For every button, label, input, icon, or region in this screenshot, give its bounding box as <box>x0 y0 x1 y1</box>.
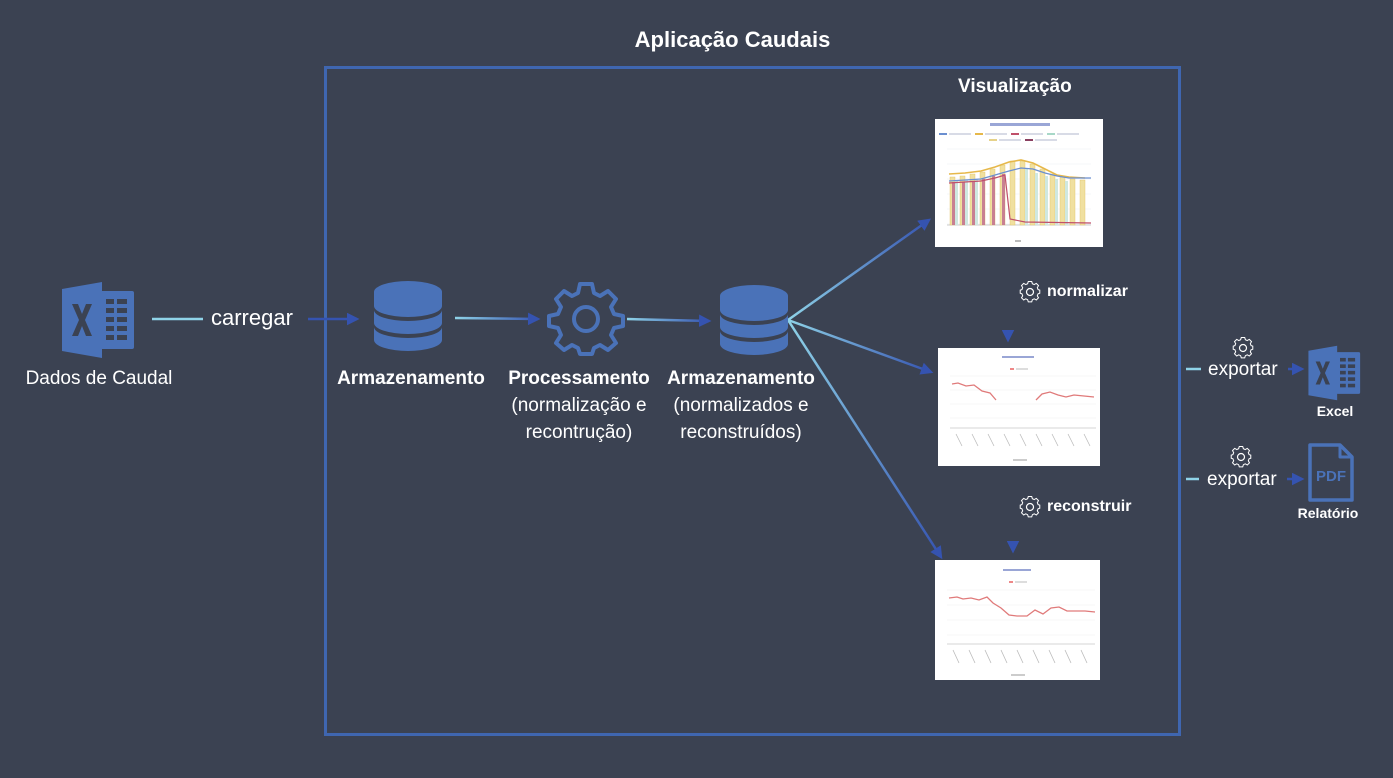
export-excel-target: Excel <box>1316 403 1354 419</box>
storage-processed-detail-1: (normalizados e <box>673 395 809 416</box>
chart-thumbnail-comparison <box>935 119 1103 247</box>
reconstruct-label: reconstruir <box>1047 498 1132 515</box>
storage-to-chart2-edge <box>787 318 934 375</box>
visualization-title: Visualização <box>958 76 1072 97</box>
excel-icon <box>60 281 138 359</box>
gear-icon <box>1018 495 1042 519</box>
chart-thumbnail-normalized <box>938 348 1100 466</box>
processing-detail-1: (normalização e <box>511 395 647 416</box>
chart-thumbnail-reconstructed <box>935 560 1100 680</box>
gear-icon <box>1231 336 1255 360</box>
processing-detail-2: recontrução) <box>525 422 633 443</box>
processing-label: Processamento <box>508 368 650 389</box>
storage-processed-label-group: Armazenamento (normalizados e reconstruí… <box>661 365 821 446</box>
processing-label-group: Processamento (normalização e recontruçã… <box>499 365 659 446</box>
load-edge-label: carregar <box>211 305 293 330</box>
database-icon <box>719 284 789 356</box>
pdf-icon: PDF <box>1307 443 1355 503</box>
gear-icon <box>1018 280 1042 304</box>
storage-to-chart3-edge <box>786 319 943 560</box>
gear-icon <box>1229 445 1253 469</box>
app-container <box>324 66 1181 736</box>
export-excel-label: exportar <box>1208 359 1278 380</box>
storage-to-chart1-edge <box>787 218 932 322</box>
processing-to-storage-edge <box>626 314 712 328</box>
source-label: Dados de Caudal <box>25 368 173 389</box>
normalize-label: normalizar <box>1047 283 1128 300</box>
storage-processed-detail-2: reconstruídos) <box>680 422 802 443</box>
excel-icon <box>1307 345 1363 401</box>
pdf-icon-text: PDF <box>1316 468 1346 485</box>
export-pdf-target: Relatório <box>1297 505 1359 521</box>
storage-to-processing-edge <box>454 312 541 326</box>
gear-icon <box>547 280 625 358</box>
storage-processed-label: Armazenamento <box>667 368 815 389</box>
export-pdf-label: exportar <box>1207 469 1277 490</box>
storage-raw-label: Armazenamento <box>337 368 485 389</box>
database-icon <box>373 280 443 352</box>
app-title: Aplicação Caudais <box>634 27 831 52</box>
